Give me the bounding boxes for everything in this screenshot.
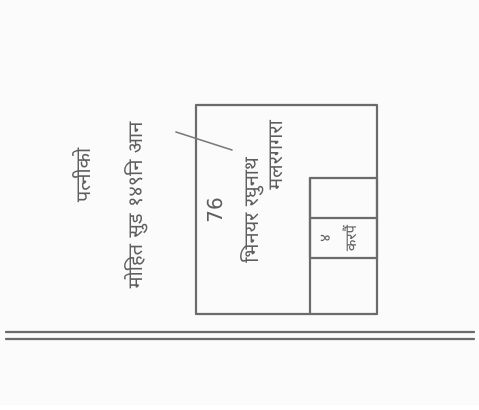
- side-label: मलरगगरा: [263, 119, 287, 189]
- pointer-line: [175, 131, 233, 151]
- small-box-top-label: ४: [316, 234, 334, 242]
- plot-number: 76: [203, 197, 227, 222]
- small-box-bottom-label: करपैं: [342, 224, 360, 251]
- main-box-label: भिनयर रघुनाथ: [239, 156, 264, 263]
- note-line-2: मोहित सुड १४९नि आन: [123, 121, 148, 289]
- note-line-1: पत्नीको: [71, 147, 95, 202]
